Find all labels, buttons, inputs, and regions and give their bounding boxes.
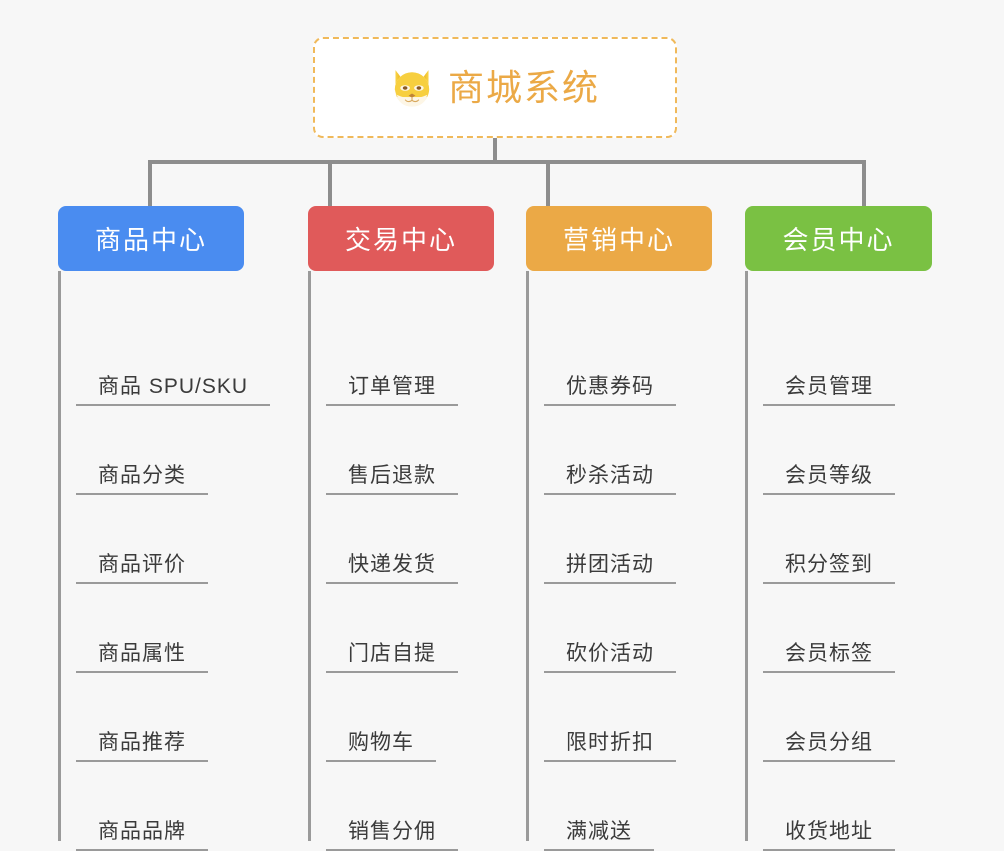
leaf-item[interactable]: 商品分类: [76, 464, 208, 496]
leaf-item[interactable]: 商品 SPU/SKU: [76, 375, 271, 407]
category-header-marketing[interactable]: 营销中心: [526, 206, 712, 271]
connector-drop-2: [328, 160, 332, 206]
leaf-item[interactable]: 会员分组: [763, 731, 895, 763]
category-header-label: 会员中心: [782, 225, 895, 255]
category-column-product: 商品中心 商品 SPU/SKU 商品分类 商品评价 商品属性 商品推荐 商品品牌: [58, 206, 358, 851]
category-header-member[interactable]: 会员中心: [745, 206, 932, 271]
leaf-item[interactable]: 购物车: [326, 731, 436, 763]
leaf-item[interactable]: 秒杀活动: [544, 464, 676, 496]
category-header-label: 交易中心: [344, 225, 457, 255]
category-header-trade[interactable]: 交易中心: [308, 206, 494, 271]
category-column-member: 会员中心 会员管理 会员等级 积分签到 会员标签 会员分组 收货地址: [745, 206, 1004, 851]
leaf-item[interactable]: 会员标签: [763, 642, 895, 674]
connector-drop-4: [862, 160, 866, 206]
connector-drop-3: [546, 160, 550, 206]
leaf-item[interactable]: 满减送: [544, 820, 654, 851]
leaf-item[interactable]: 销售分佣: [326, 820, 458, 851]
leaf-item[interactable]: 积分签到: [763, 553, 895, 585]
leaf-item[interactable]: 订单管理: [326, 375, 458, 407]
leaf-item[interactable]: 门店自提: [326, 642, 458, 674]
leaf-item[interactable]: 拼团活动: [544, 553, 676, 585]
leaf-item[interactable]: 商品属性: [76, 642, 208, 674]
category-header-label: 商品中心: [94, 225, 207, 255]
leaf-item[interactable]: 商品评价: [76, 553, 208, 585]
leaf-list-trade: 订单管理 售后退款 快递发货 门店自提 购物车 销售分佣: [308, 271, 578, 851]
root-node-shop-system[interactable]: 商城系统: [313, 37, 677, 138]
leaf-item[interactable]: 售后退款: [326, 464, 458, 496]
connector-root-stem: [493, 138, 497, 164]
leaf-item[interactable]: 限时折扣: [544, 731, 676, 763]
connector-horizontal-bus: [148, 160, 866, 164]
dog-face-icon: [394, 69, 430, 107]
leaf-list-marketing: 优惠券码 秒杀活动 拼团活动 砍价活动 限时折扣 满减送: [526, 271, 796, 851]
root-node-label: 商城系统: [447, 66, 600, 108]
category-header-product[interactable]: 商品中心: [58, 206, 244, 271]
category-column-trade: 交易中心 订单管理 售后退款 快递发货 门店自提 购物车 销售分佣: [308, 206, 578, 851]
leaf-item[interactable]: 会员管理: [763, 375, 895, 407]
leaf-item[interactable]: 快递发货: [326, 553, 458, 585]
leaf-item[interactable]: 会员等级: [763, 464, 895, 496]
leaf-item[interactable]: 砍价活动: [544, 642, 676, 674]
leaf-item[interactable]: 优惠券码: [544, 375, 676, 407]
leaf-item[interactable]: 商品推荐: [76, 731, 208, 763]
connector-drop-1: [148, 160, 152, 206]
leaf-item[interactable]: 商品品牌: [76, 820, 208, 851]
category-header-label: 营销中心: [562, 225, 675, 255]
leaf-list-member: 会员管理 会员等级 积分签到 会员标签 会员分组 收货地址: [745, 271, 1004, 851]
category-column-marketing: 营销中心 优惠券码 秒杀活动 拼团活动 砍价活动 限时折扣 满减送: [526, 206, 796, 851]
leaf-item[interactable]: 收货地址: [763, 820, 895, 851]
